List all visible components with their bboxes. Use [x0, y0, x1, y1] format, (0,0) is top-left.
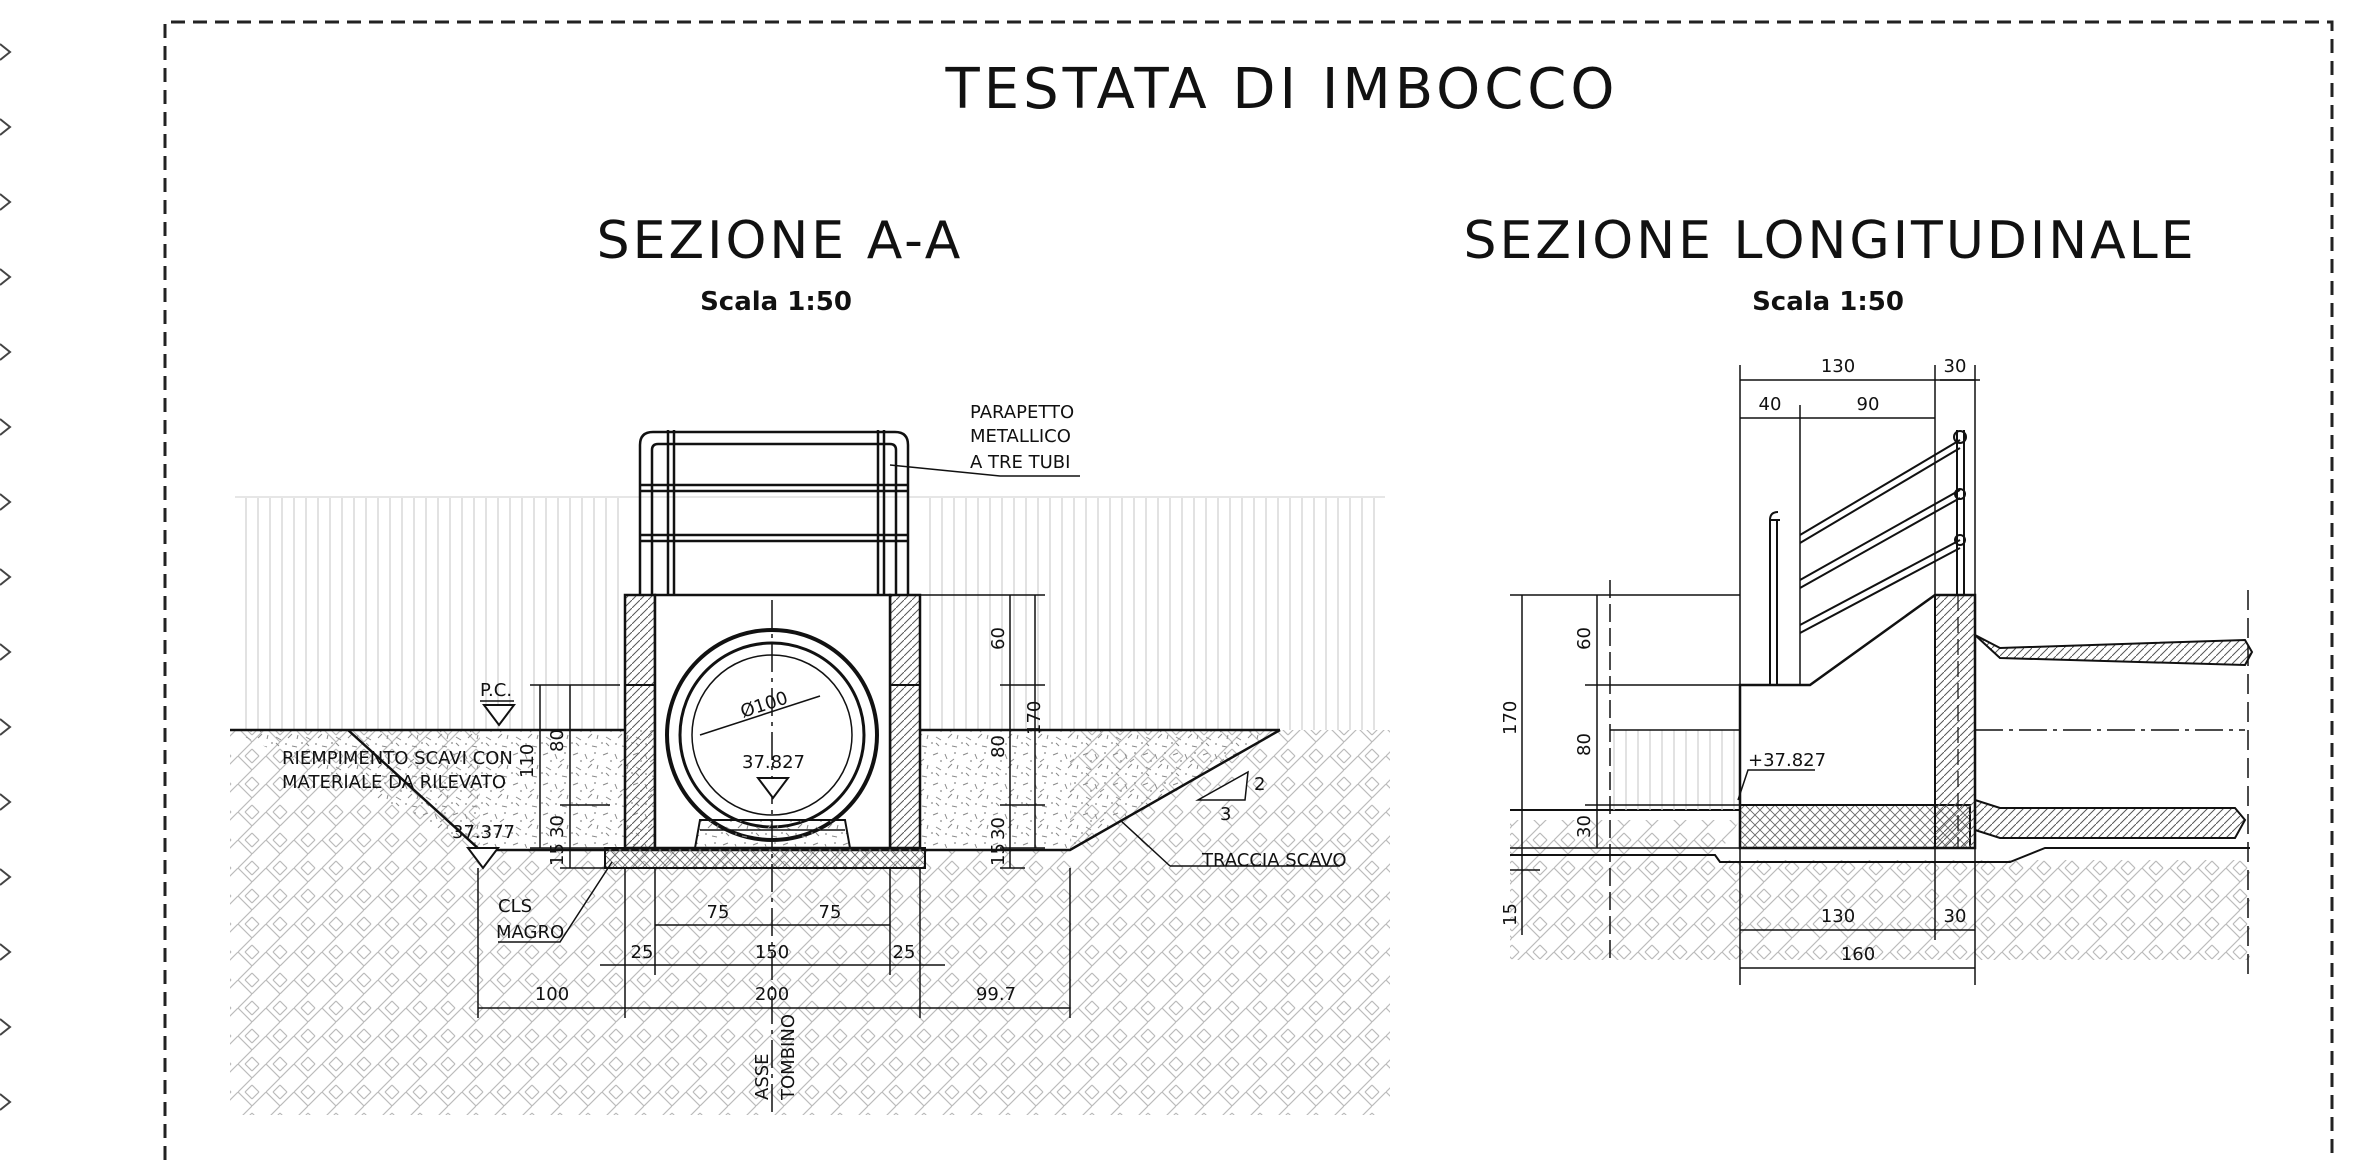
elev-center-marker — [756, 777, 790, 800]
label-riempimento-2: MATERIALE DA RILEVATO — [282, 772, 506, 793]
dim-200: 200 — [755, 984, 789, 1005]
long-pipe-bottom — [1974, 798, 2247, 839]
section-l-scale: Scala 1:50 — [1752, 287, 1904, 317]
long-dim-30: 30 — [1574, 815, 1595, 838]
dim-30a: 30 — [547, 815, 568, 838]
dim-60: 60 — [988, 627, 1009, 650]
long-dim-30-bot: 30 — [1944, 906, 1967, 927]
long-parapet — [1769, 430, 1967, 685]
dim-15a: 15 — [547, 843, 568, 866]
label-elev-left: 37.377 — [452, 822, 515, 843]
vertical-dimensions-right — [920, 594, 1045, 869]
section-a-a: SEZIONE A-A Scala 1:50 — [230, 211, 1390, 1115]
long-dim-160: 160 — [1841, 944, 1875, 965]
long-backfill — [1610, 730, 1740, 810]
dim-110: 110 — [517, 744, 538, 778]
dim-75b: 75 — [819, 902, 842, 923]
long-wall-face — [1934, 594, 1976, 849]
elev-left-marker — [466, 847, 500, 870]
long-label-elev: +37.827 — [1748, 750, 1826, 771]
label-riempimento-1: RIEMPIMENTO SCAVI CON — [282, 748, 513, 769]
label-pc: P.C. — [480, 680, 512, 701]
page-title: TESTATA DI IMBOCCO — [945, 57, 1619, 122]
label-parapetto-3: A TRE TUBI — [970, 452, 1070, 473]
binding-chevrons — [0, 43, 12, 1111]
label-slope-v: 2 — [1254, 774, 1265, 795]
slope-indicator — [1195, 770, 1249, 801]
label-slope-h: 3 — [1220, 804, 1231, 825]
dim-30b: 30 — [988, 817, 1009, 840]
label-traccia-scavo: TRACCIA SCAVO — [1201, 850, 1347, 871]
long-dim-130-bot: 130 — [1821, 906, 1855, 927]
long-base-slab — [1739, 804, 1971, 849]
headwall-right — [888, 593, 922, 850]
excavation-fill — [230, 730, 625, 848]
dim-170: 170 — [1024, 701, 1045, 735]
dim-25b: 25 — [893, 942, 916, 963]
embankment-hatch-right — [925, 498, 1385, 730]
long-dim-90: 90 — [1857, 394, 1880, 415]
long-dim-130-top: 130 — [1821, 356, 1855, 377]
embankment-hatch-left — [235, 498, 625, 730]
section-longitudinal: SEZIONE LONGITUDINALE Scala 1:50 — [1463, 211, 2254, 985]
headwall-left — [623, 593, 657, 850]
dim-99-7: 99.7 — [976, 984, 1016, 1005]
section-l-title: SEZIONE LONGITUDINALE — [1463, 211, 2196, 271]
long-top-dimensions — [1739, 365, 1980, 685]
label-tombino: TOMBINO — [778, 1014, 799, 1101]
label-elev-center: 37.827 — [742, 752, 805, 773]
section-a-title: SEZIONE A-A — [597, 211, 964, 271]
label-asse: ASSE — [752, 1053, 773, 1100]
long-dim-80: 80 — [1574, 733, 1595, 756]
label-cls-1: CLS — [498, 896, 532, 917]
long-vertical-dimensions — [1510, 580, 1740, 960]
pc-level-marker — [482, 704, 516, 727]
dim-100: 100 — [535, 984, 569, 1005]
long-dim-40: 40 — [1759, 394, 1782, 415]
dim-150: 150 — [755, 942, 789, 963]
long-dim-60: 60 — [1574, 627, 1595, 650]
section-a-scale: Scala 1:50 — [700, 287, 852, 317]
dim-80a: 80 — [547, 729, 568, 752]
horizontal-dimensions — [477, 868, 1071, 1018]
dim-25a: 25 — [631, 942, 654, 963]
long-bottom-dimensions — [1739, 848, 1976, 985]
dim-15b: 15 — [988, 843, 1009, 866]
long-dim-170: 170 — [1500, 701, 1521, 735]
label-parapetto-1: PARAPETTO — [970, 402, 1074, 423]
lean-concrete-base — [604, 847, 926, 869]
dim-75a: 75 — [707, 902, 730, 923]
long-dim-15: 15 — [1500, 903, 1521, 926]
long-pipe-top — [1974, 634, 2254, 667]
metal-parapet — [638, 430, 910, 595]
dim-80b: 80 — [988, 735, 1009, 758]
long-dim-30-top: 30 — [1944, 356, 1967, 377]
label-parapetto-2: METALLICO — [970, 426, 1071, 447]
sheet-frame — [163, 20, 2334, 1160]
label-cls-2: MAGRO — [496, 922, 564, 943]
vertical-dimensions-left — [530, 684, 620, 869]
